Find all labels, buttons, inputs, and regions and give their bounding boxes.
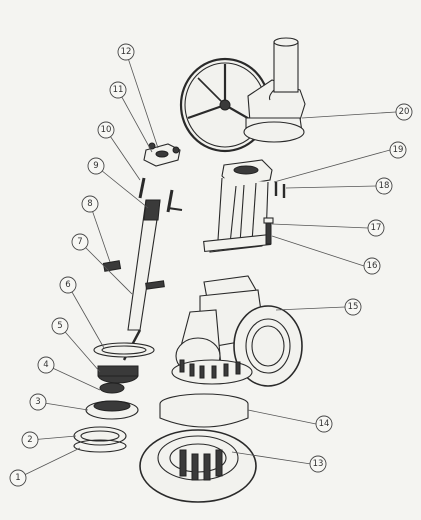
callout-7-label: 7 (77, 237, 82, 247)
callout-4-label: 4 (43, 360, 48, 370)
callout-2-label: 2 (27, 435, 32, 445)
callout-5-label: 5 (57, 321, 62, 331)
stem-and-gland-parts (73, 142, 183, 453)
callout-7: 7 (71, 233, 89, 251)
body-flange-bolts (179, 359, 241, 379)
leader-lines (17, 51, 397, 479)
callout-14-label: 14 (319, 419, 330, 429)
callout-12-label: 12 (121, 47, 132, 57)
callout-1-label: 1 (15, 473, 20, 483)
callout-10-label: 10 (101, 125, 112, 135)
callout-20-label: 20 (399, 107, 410, 117)
callout-3-label: 3 (35, 397, 40, 407)
flange-bolts (179, 449, 223, 481)
callout-14: 14 (315, 415, 333, 433)
callout-15-label: 15 (348, 302, 359, 312)
bottom-flange (139, 429, 257, 503)
bottom-cover (159, 393, 249, 428)
callout-10: 10 (97, 121, 115, 139)
callout-20: 20 (395, 103, 413, 121)
callout-18-label: 18 (379, 181, 390, 191)
callout-9: 9 (87, 157, 105, 175)
gear-operator-with-handwheel (179, 37, 306, 153)
valve-body (171, 275, 303, 387)
callout-8: 8 (81, 195, 99, 213)
callout-8-label: 8 (87, 199, 92, 209)
callout-15: 15 (344, 298, 362, 316)
callout-6: 6 (59, 276, 77, 294)
callout-19: 19 (389, 141, 407, 159)
callout-1: 1 (9, 469, 27, 487)
callout-17-label: 17 (371, 223, 382, 233)
callout-5: 5 (51, 317, 69, 335)
callout-11-label: 11 (113, 85, 124, 95)
callout-4: 4 (37, 356, 55, 374)
callout-6-label: 6 (65, 280, 70, 290)
callout-18: 18 (375, 177, 393, 195)
yoke-bracket (203, 159, 286, 253)
callout-19-label: 19 (393, 145, 404, 155)
callout-16-label: 16 (367, 261, 378, 271)
callout-3: 3 (29, 393, 47, 411)
callout-13: 13 (309, 455, 327, 473)
callout-9-label: 9 (93, 161, 98, 171)
callout-17: 17 (367, 219, 385, 237)
callout-16: 16 (363, 257, 381, 275)
callout-11: 11 (109, 81, 127, 99)
callout-2: 2 (21, 431, 39, 449)
callout-12: 12 (117, 43, 135, 61)
callout-13-label: 13 (313, 459, 324, 469)
